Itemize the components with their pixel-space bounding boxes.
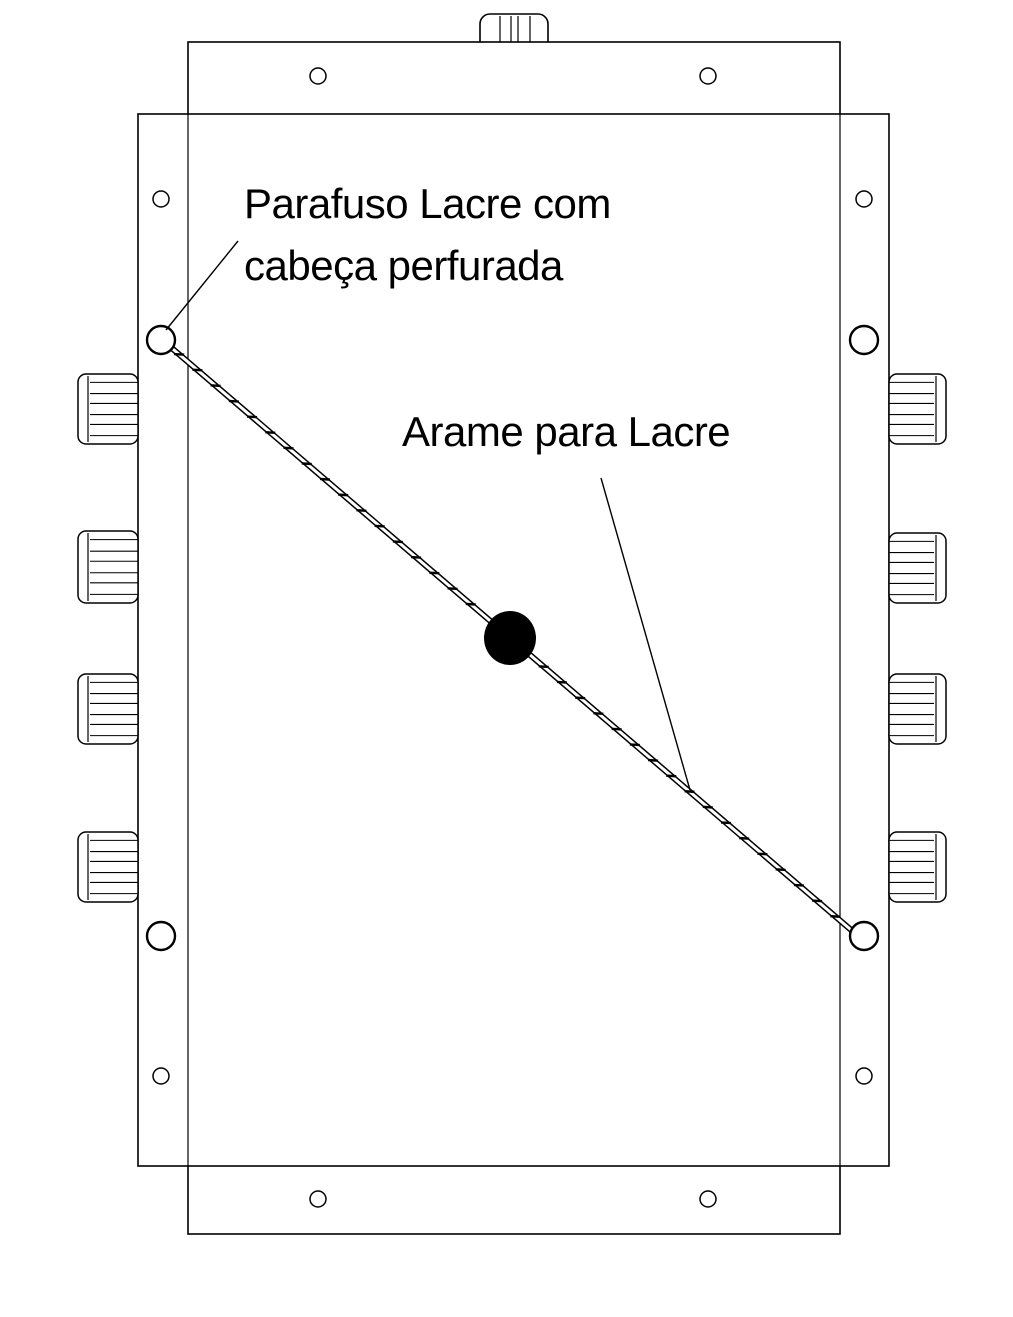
mounting-hole <box>152 190 170 208</box>
lead-seal <box>484 611 536 665</box>
wire-twist-mark <box>702 805 713 809</box>
seal-screw-top-right <box>848 324 880 356</box>
wire-twist-mark <box>411 555 422 559</box>
wire-twist-mark <box>757 852 768 856</box>
wire-twist-mark <box>319 477 331 481</box>
cable-gland <box>77 673 139 745</box>
mounting-hole <box>855 1067 873 1085</box>
wire-twist-mark <box>666 774 677 778</box>
mounting-hole <box>855 190 873 208</box>
wire-twist-mark <box>611 727 622 731</box>
mounting-hole <box>152 1067 170 1085</box>
wire-twist-mark <box>629 743 640 747</box>
wire-twist-mark <box>283 446 294 450</box>
cable-gland <box>77 530 139 604</box>
wire-twist-mark <box>392 540 403 544</box>
wire-twist-mark <box>739 836 750 840</box>
screw-label-line1: Parafuso Lacre com <box>244 180 611 227</box>
cable-gland <box>888 373 947 445</box>
wire-twist-mark <box>246 415 258 419</box>
cable-gland <box>888 673 947 745</box>
wire-twist-mark <box>228 399 239 403</box>
wire-twist-mark <box>301 462 312 466</box>
wire-twist-mark <box>192 368 203 372</box>
wire-twist-mark <box>812 899 823 903</box>
cable-gland <box>888 532 947 604</box>
seal-screw-top-left <box>145 324 177 356</box>
screw-label-leader <box>165 240 239 331</box>
seal-screw-bottom-left <box>145 920 177 952</box>
wire-twist-mark <box>575 696 586 700</box>
wire-twist-mark <box>556 680 568 684</box>
wire-twist-mark <box>830 914 841 918</box>
cable-gland <box>888 831 947 903</box>
seal-screw-bottom-right <box>848 920 880 952</box>
wire-twist-mark <box>356 509 367 513</box>
wire-twist-mark <box>374 524 385 528</box>
wire-twist-mark <box>720 821 732 825</box>
wire-twist-mark <box>447 587 458 591</box>
wire-label: Arame para Lacre <box>402 408 730 455</box>
wire-twist-mark <box>775 868 786 872</box>
right-cable-glands <box>888 373 947 903</box>
wire-twist-mark <box>210 384 221 388</box>
wire-twist-mark <box>338 493 349 497</box>
mounting-holes <box>152 67 873 1208</box>
mounting-hole <box>309 1190 327 1208</box>
wire-twist-mark <box>174 352 185 356</box>
wire-twist-mark <box>684 790 695 794</box>
mounting-hole <box>699 67 717 85</box>
wire-twist-mark <box>793 883 804 887</box>
wire-twist-mark <box>265 430 276 434</box>
left-cable-glands <box>77 373 139 903</box>
cable-gland <box>77 373 139 445</box>
wire-twist-mark <box>593 711 604 716</box>
wire-twist-mark <box>648 758 659 762</box>
screw-label-line2: cabeça perfurada <box>244 242 564 289</box>
wire-twist-mark <box>429 571 440 575</box>
wire-label-leader <box>600 477 691 791</box>
mounting-hole <box>309 67 327 85</box>
cable-gland <box>77 831 139 903</box>
wire-twist-mark <box>465 602 476 606</box>
wire-twist-mark <box>538 665 549 669</box>
mounting-hole <box>699 1190 717 1208</box>
